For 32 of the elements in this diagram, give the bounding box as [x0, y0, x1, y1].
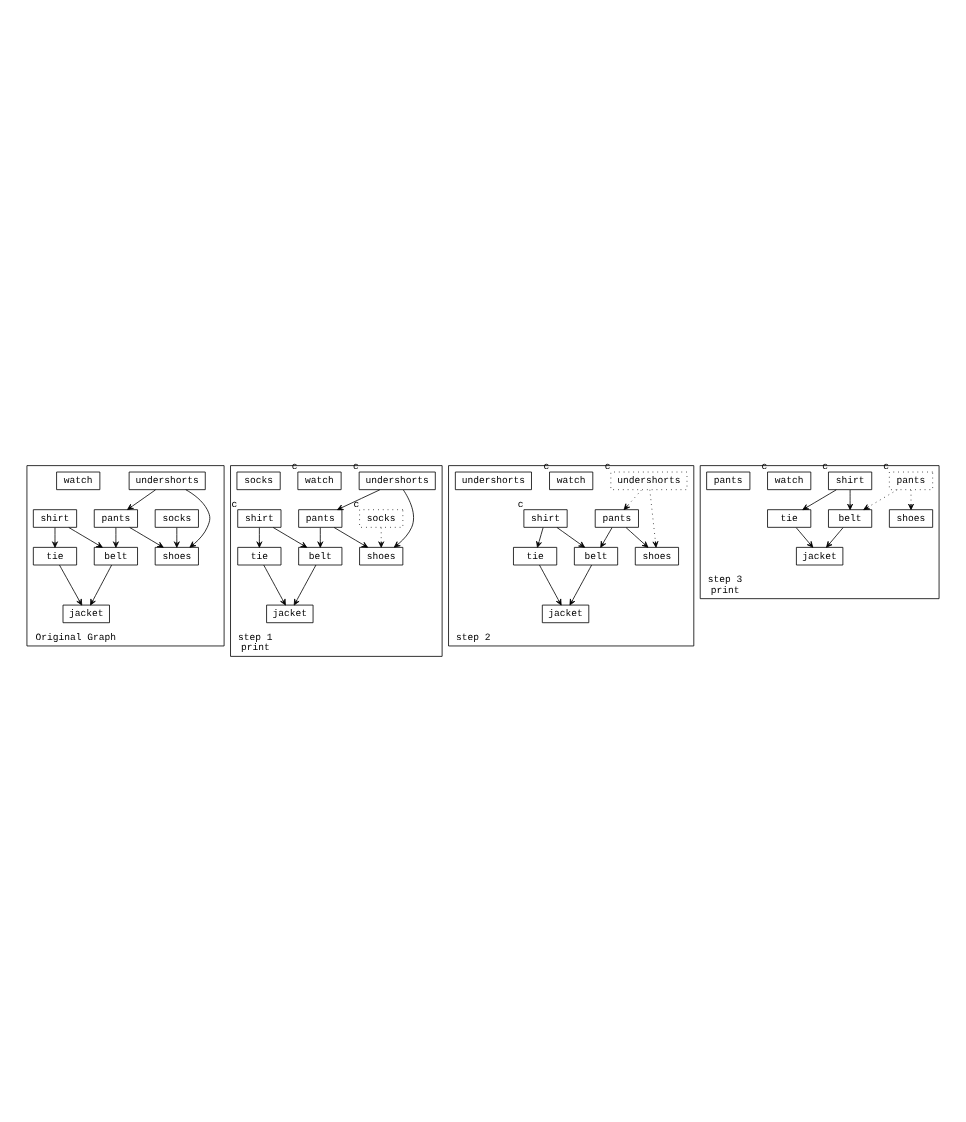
arrow	[173, 527, 180, 548]
arrow	[337, 489, 381, 511]
arrow	[556, 527, 585, 548]
arrow	[317, 527, 324, 548]
arrow	[90, 564, 113, 606]
arrow	[185, 489, 211, 548]
arrow	[623, 489, 642, 511]
arrow	[569, 564, 593, 606]
arrow	[68, 527, 103, 548]
arrow	[378, 527, 385, 548]
arrow	[649, 489, 659, 548]
arrow	[112, 527, 119, 548]
arrow	[52, 527, 58, 548]
arrow	[826, 527, 844, 548]
arrow	[536, 527, 544, 548]
arrow	[795, 527, 814, 548]
arrow	[393, 489, 414, 548]
arrow	[625, 527, 649, 548]
arrow	[263, 564, 286, 606]
arrow	[802, 489, 837, 511]
arrow	[293, 564, 317, 606]
arrow	[539, 564, 562, 606]
arrow	[863, 489, 898, 511]
arrow	[59, 564, 83, 606]
arrow	[333, 527, 369, 548]
arrow	[847, 489, 853, 511]
arrow	[908, 489, 914, 511]
arrow	[256, 527, 263, 548]
arrow	[272, 527, 308, 548]
arrow	[127, 489, 156, 510]
arrow	[600, 527, 613, 548]
arrow	[129, 527, 164, 548]
